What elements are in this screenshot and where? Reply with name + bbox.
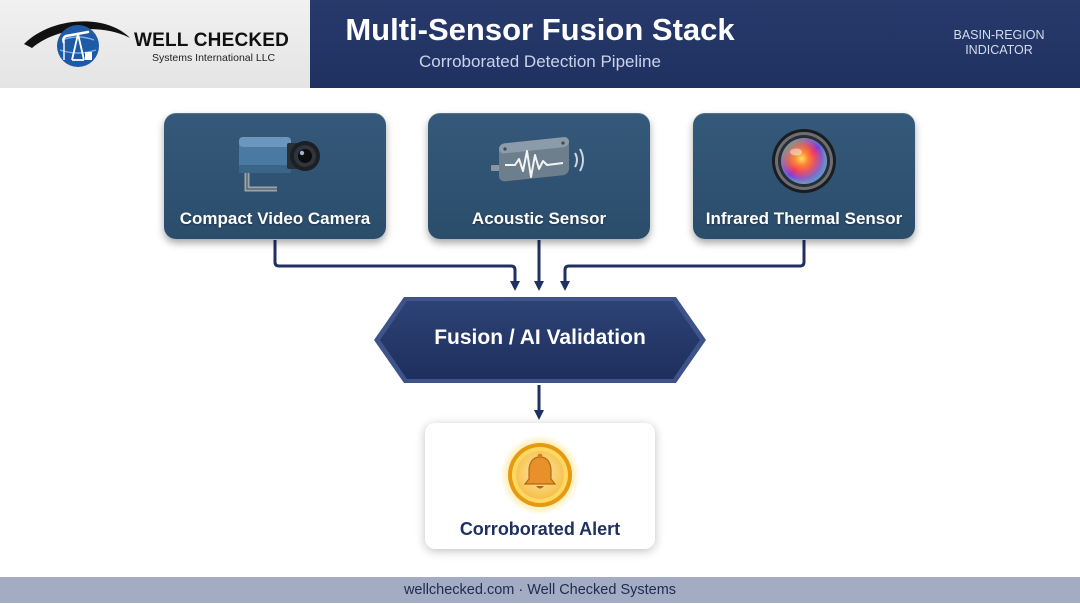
region-indicator: BASIN-REGION INDICATOR <box>944 28 1054 58</box>
alert-card: Corroborated Alert <box>425 423 655 549</box>
connector-camera-to-fusion <box>273 240 520 291</box>
pumpjack-logo-icon <box>24 21 130 67</box>
footer: wellchecked.com · Well Checked Systems <box>0 577 1080 603</box>
page-title: Multi-Sensor Fusion Stack <box>345 12 735 47</box>
acoustic-sensor-icon <box>491 137 584 182</box>
logo-panel: WELL CHECKED Systems International LLC <box>0 0 310 88</box>
sensor-label-thermal: Infrared Thermal Sensor <box>705 209 903 228</box>
sensor-label-acoustic: Acoustic Sensor <box>471 209 607 228</box>
region-indicator-text: BASIN-REGION INDICATOR <box>953 28 1045 57</box>
title-panel <box>310 0 1080 88</box>
connector-thermal-to-fusion <box>560 240 806 291</box>
header: WELL CHECKED Systems International LLC M… <box>0 0 1080 88</box>
sensor-card-camera: Compact Video Camera <box>164 113 386 239</box>
sensor-card-acoustic: Acoustic Sensor <box>428 113 650 239</box>
alert-label: Corroborated Alert <box>459 519 621 539</box>
logo-tagline: Systems International LLC <box>152 52 276 64</box>
video-camera-icon <box>239 137 320 192</box>
sensor-label-camera: Compact Video Camera <box>179 209 371 228</box>
logo-name: WELL CHECKED <box>134 30 290 51</box>
footer-text: wellchecked.com · Well Checked Systems <box>403 582 677 598</box>
fusion-label: Fusion / AI Validation <box>434 326 646 349</box>
sensor-card-thermal: Infrared Thermal Sensor <box>693 113 915 239</box>
fusion-node <box>374 297 706 383</box>
page-subtitle: Corroborated Detection Pipeline <box>419 52 661 71</box>
thermal-lens-icon <box>772 129 836 193</box>
bell-icon <box>500 435 580 515</box>
